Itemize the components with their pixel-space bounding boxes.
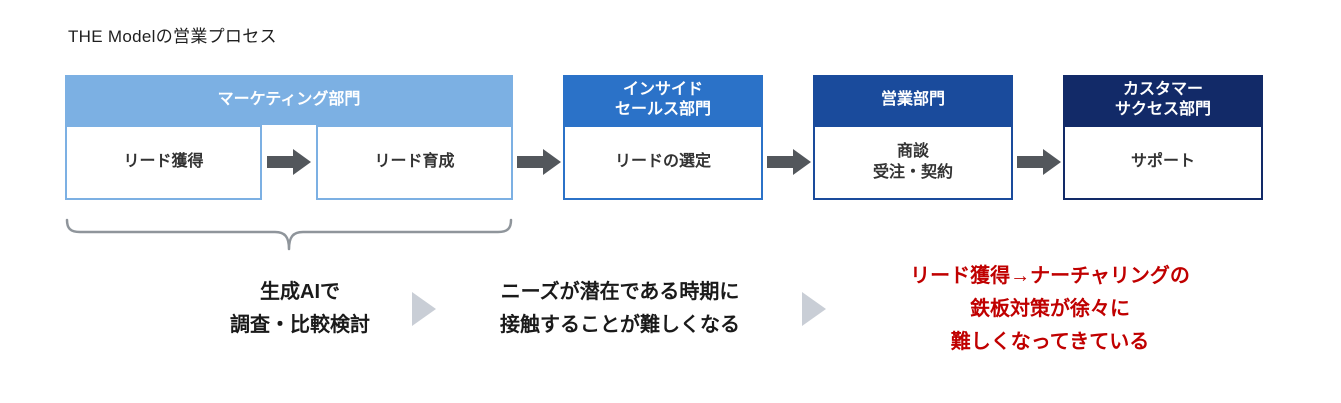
note-nurturing-difficulty: リード獲得→ナーチャリングの 鉄板対策が徐々に 難しくなってきている — [910, 265, 1190, 353]
arrow-head — [293, 149, 311, 175]
page-title: THE Modelの営業プロセス — [68, 27, 277, 46]
step-lead-acquisition: リード獲得 — [65, 125, 262, 200]
step-lead-selection: リードの選定 — [563, 125, 763, 200]
arrow-shaft — [767, 156, 793, 168]
note-generative-ai: 生成AIで 調査・比較検討 — [230, 281, 370, 336]
arrow-right-icon — [517, 149, 561, 175]
arrow-right-icon — [267, 149, 311, 175]
arrow-right-icon — [767, 149, 811, 175]
curly-brace-icon — [65, 218, 513, 251]
arrow-head — [543, 149, 561, 175]
note-latent-needs: ニーズが潜在である時期に 接触することが難しくなる — [500, 281, 740, 336]
inside-sales-header: インサイド セールス部門 — [563, 75, 763, 125]
arrow-right-icon — [1017, 149, 1061, 175]
triangle-right-icon — [412, 292, 436, 326]
step-lead-nurturing: リード育成 — [316, 125, 513, 200]
step-support: サポート — [1063, 125, 1263, 200]
marketing-header: マーケティング部門 — [65, 75, 513, 125]
triangle-right-icon — [802, 292, 826, 326]
arrow-shaft — [1017, 156, 1043, 168]
step-negotiation-contract: 商談 受注・契約 — [813, 125, 1013, 200]
arrow-shaft — [517, 156, 543, 168]
arrow-head — [1043, 149, 1061, 175]
customer-success-header: カスタマー サクセス部門 — [1063, 75, 1263, 125]
arrow-head — [793, 149, 811, 175]
arrow-shaft — [267, 156, 293, 168]
sales-header: 営業部門 — [813, 75, 1013, 125]
